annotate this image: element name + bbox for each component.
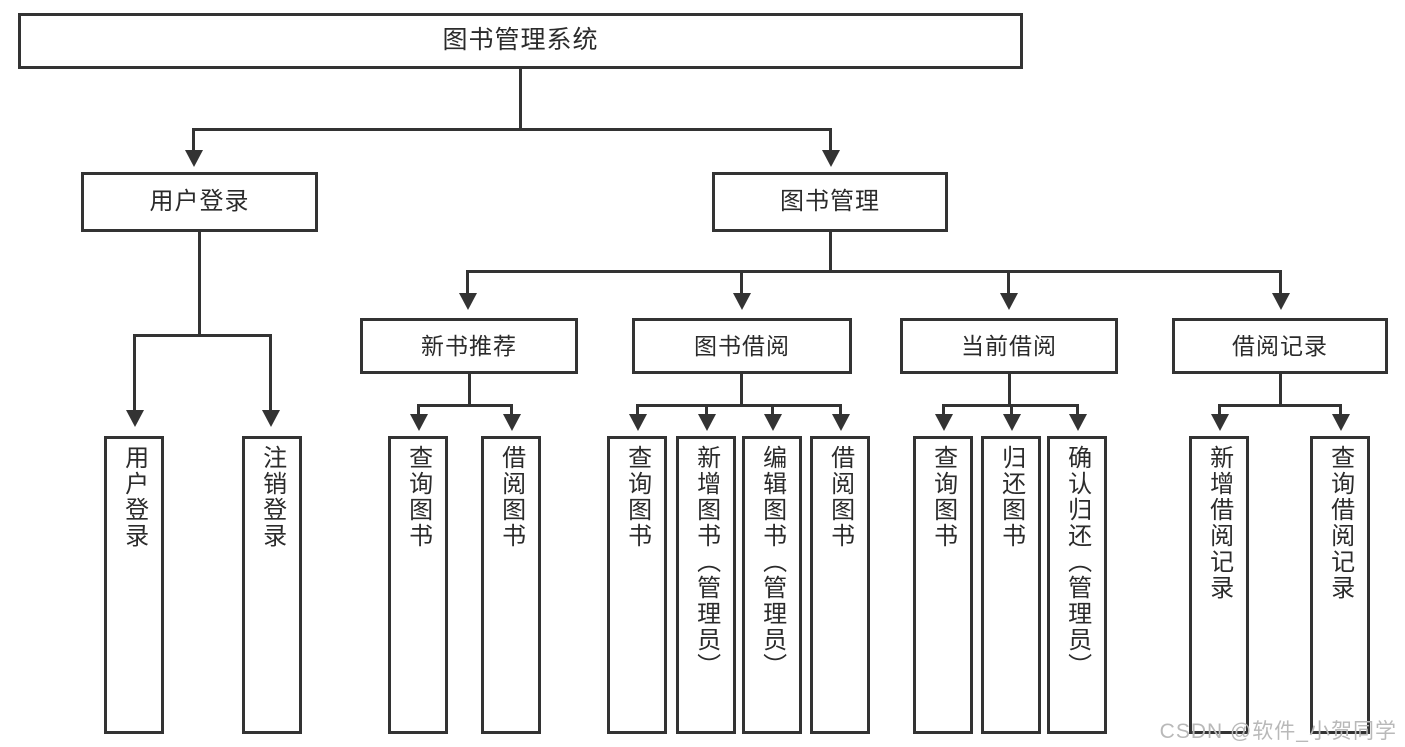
connector-root-bus bbox=[192, 128, 832, 131]
connector-borrow-record-drop-2 bbox=[1339, 404, 1342, 416]
connector-book-borrow-drop-4 bbox=[839, 404, 842, 416]
connector-book-borrow-bus bbox=[636, 404, 841, 407]
node-root-system[interactable]: 图书管理系统 bbox=[18, 13, 1023, 69]
node-label: 归还图书 bbox=[997, 445, 1025, 549]
arrowhead-to-book-manage bbox=[822, 150, 840, 167]
leaf-user-login-login[interactable]: 用户登录 bbox=[104, 436, 164, 734]
connector-book-borrow-drop-2 bbox=[705, 404, 708, 416]
leaf-borrow-record-query[interactable]: 查询借阅记录 bbox=[1310, 436, 1370, 734]
node-label: 新增图书（管理员） bbox=[692, 445, 720, 679]
node-label: 当前借阅 bbox=[961, 332, 1057, 359]
node-label: 借阅记录 bbox=[1232, 332, 1328, 359]
connector-new-book-drop-1 bbox=[417, 404, 420, 416]
node-label: 新书推荐 bbox=[421, 332, 517, 359]
node-label: 查询图书 bbox=[623, 445, 651, 549]
node-label: 图书管理系统 bbox=[442, 26, 599, 55]
arrowhead-to-current-borrow bbox=[1000, 293, 1018, 310]
connector-current-borrow-stem bbox=[1008, 374, 1011, 406]
connector-level2-drop-4 bbox=[1279, 270, 1282, 296]
connector-level2-bus bbox=[466, 270, 1282, 273]
arrowhead-to-new-book bbox=[459, 293, 477, 310]
connector-current-borrow-drop-2 bbox=[1010, 404, 1013, 416]
connector-user-login-drop-1 bbox=[133, 334, 136, 413]
node-label: 图书借阅 bbox=[694, 332, 790, 359]
node-user-login[interactable]: 用户登录 bbox=[81, 172, 318, 232]
leaf-book-borrow-edit[interactable]: 编辑图书（管理员） bbox=[742, 436, 802, 734]
arrowhead-leaf-book-borrow-1 bbox=[629, 414, 647, 431]
connector-book-manage-stem bbox=[829, 232, 832, 272]
arrowhead-leaf-user-login-2 bbox=[262, 410, 280, 427]
connector-borrow-record-drop-1 bbox=[1218, 404, 1221, 416]
node-label: 注销登录 bbox=[258, 445, 286, 549]
node-new-book-recommend[interactable]: 新书推荐 bbox=[360, 318, 578, 374]
connector-current-borrow-drop-3 bbox=[1076, 404, 1079, 416]
leaf-book-borrow-add[interactable]: 新增图书（管理员） bbox=[676, 436, 736, 734]
node-label: 查询图书 bbox=[929, 445, 957, 549]
node-label: 查询图书 bbox=[404, 445, 432, 549]
node-label: 用户登录 bbox=[120, 445, 148, 549]
arrowhead-leaf-book-borrow-2 bbox=[698, 414, 716, 431]
node-current-borrow[interactable]: 当前借阅 bbox=[900, 318, 1118, 374]
arrowhead-leaf-user-login-1 bbox=[126, 410, 144, 427]
connector-new-book-bus bbox=[417, 404, 512, 407]
arrowhead-leaf-current-borrow-3 bbox=[1069, 414, 1087, 431]
leaf-borrow-record-add[interactable]: 新增借阅记录 bbox=[1189, 436, 1249, 734]
connector-borrow-record-stem bbox=[1279, 374, 1282, 406]
arrowhead-leaf-book-borrow-4 bbox=[832, 414, 850, 431]
node-label: 借阅图书 bbox=[497, 445, 525, 549]
connector-book-borrow-stem bbox=[740, 374, 743, 406]
node-label: 用户登录 bbox=[149, 188, 250, 215]
arrowhead-to-borrow-record bbox=[1272, 293, 1290, 310]
arrowhead-to-user-login bbox=[185, 150, 203, 167]
node-label: 借阅图书 bbox=[826, 445, 854, 549]
arrowhead-leaf-current-borrow-2 bbox=[1003, 414, 1021, 431]
connector-borrow-record-bus bbox=[1218, 404, 1342, 407]
node-borrow-record[interactable]: 借阅记录 bbox=[1172, 318, 1388, 374]
node-label: 图书管理 bbox=[780, 188, 880, 215]
leaf-current-borrow-query[interactable]: 查询图书 bbox=[913, 436, 973, 734]
arrowhead-leaf-book-borrow-3 bbox=[764, 414, 782, 431]
leaf-book-borrow-query[interactable]: 查询图书 bbox=[607, 436, 667, 734]
connector-new-book-drop-2 bbox=[510, 404, 513, 416]
connector-level2-drop-3 bbox=[1007, 270, 1010, 296]
arrowhead-leaf-borrow-record-1 bbox=[1211, 414, 1229, 431]
leaf-new-book-borrow[interactable]: 借阅图书 bbox=[481, 436, 541, 734]
connector-current-borrow-drop-1 bbox=[942, 404, 945, 416]
connector-book-borrow-drop-3 bbox=[771, 404, 774, 416]
connector-root-drop-right bbox=[829, 128, 832, 153]
connector-user-login-bus bbox=[133, 334, 272, 337]
arrowhead-leaf-borrow-record-2 bbox=[1332, 414, 1350, 431]
node-label: 查询借阅记录 bbox=[1326, 445, 1354, 601]
leaf-user-login-logout[interactable]: 注销登录 bbox=[242, 436, 302, 734]
leaf-current-borrow-return[interactable]: 归还图书 bbox=[981, 436, 1041, 734]
arrowhead-to-book-borrow bbox=[733, 293, 751, 310]
connector-level2-drop-1 bbox=[466, 270, 469, 296]
connector-root-stem bbox=[519, 69, 522, 130]
arrowhead-leaf-current-borrow-1 bbox=[935, 414, 953, 431]
connector-user-login-drop-2 bbox=[269, 334, 272, 413]
connector-root-drop-left bbox=[192, 128, 195, 153]
connector-new-book-stem bbox=[468, 374, 471, 406]
node-label: 新增借阅记录 bbox=[1205, 445, 1233, 601]
node-book-borrow[interactable]: 图书借阅 bbox=[632, 318, 852, 374]
connector-level2-drop-2 bbox=[740, 270, 743, 296]
leaf-book-borrow-borrow[interactable]: 借阅图书 bbox=[810, 436, 870, 734]
node-label: 编辑图书（管理员） bbox=[758, 445, 786, 679]
leaf-current-borrow-confirm[interactable]: 确认归还（管理员） bbox=[1047, 436, 1107, 734]
leaf-new-book-query[interactable]: 查询图书 bbox=[388, 436, 448, 734]
node-book-management[interactable]: 图书管理 bbox=[712, 172, 948, 232]
node-label: 确认归还（管理员） bbox=[1063, 445, 1091, 679]
connector-book-borrow-drop-1 bbox=[636, 404, 639, 416]
arrowhead-leaf-new-book-1 bbox=[410, 414, 428, 431]
connector-user-login-stem bbox=[198, 232, 201, 336]
arrowhead-leaf-new-book-2 bbox=[503, 414, 521, 431]
